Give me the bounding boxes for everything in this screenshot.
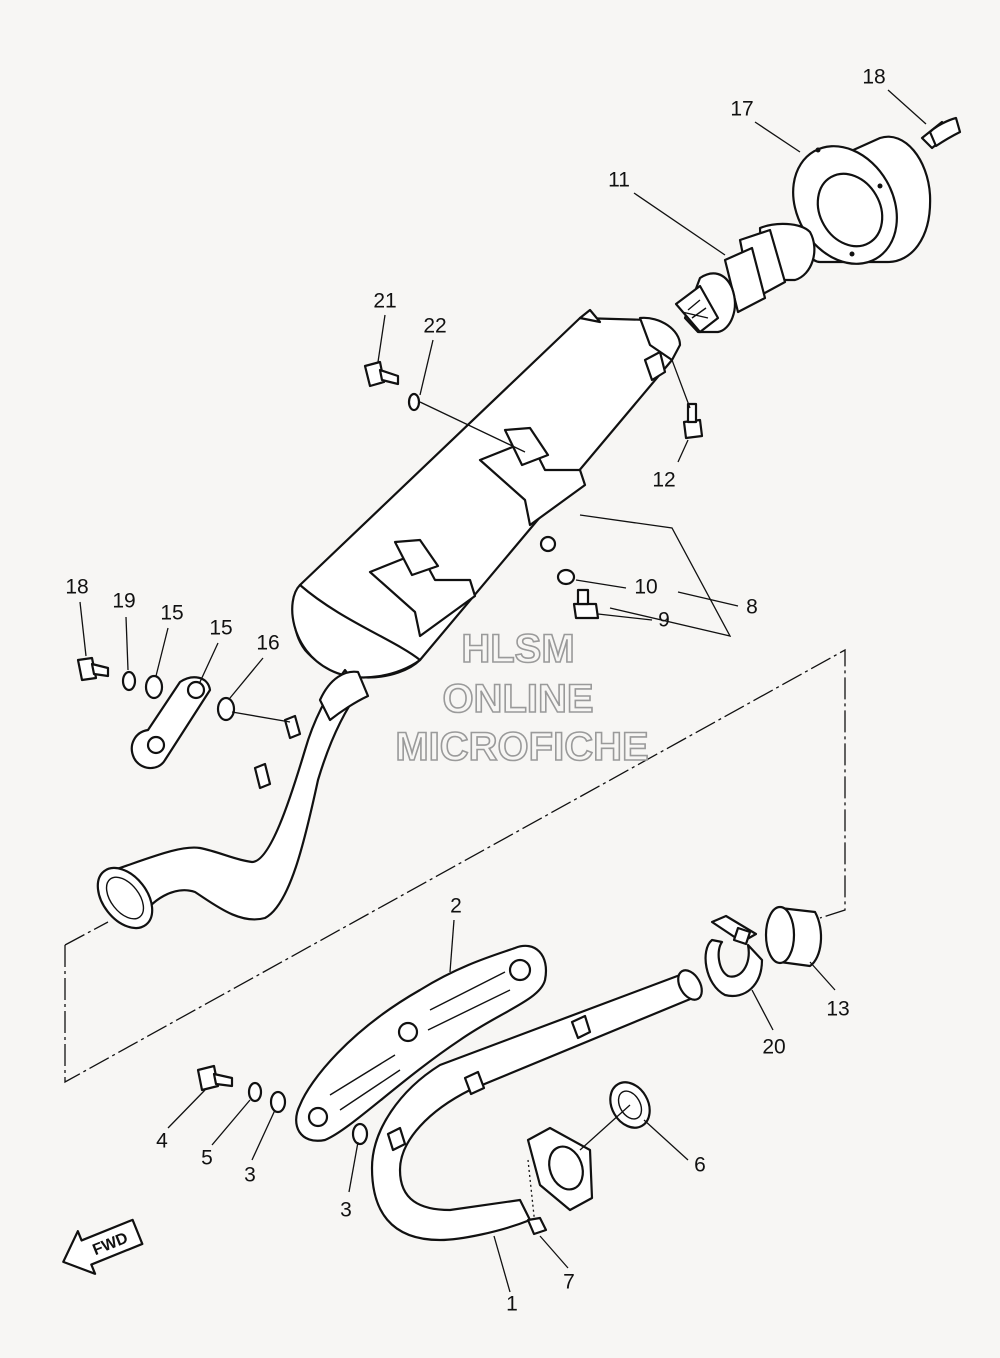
- callout-19: 18: [862, 66, 885, 89]
- watermark-line2: ONLINE: [442, 677, 593, 721]
- heat-protector-2: [295, 944, 548, 1142]
- callout-13: 13: [826, 998, 849, 1021]
- callout-4: 4: [156, 1130, 168, 1153]
- callout-1: 1: [506, 1293, 518, 1316]
- callout-3b: 3: [340, 1199, 352, 1222]
- spark-arrester-11: [674, 222, 816, 334]
- watermark-line1: HLSM: [461, 627, 574, 671]
- hardware-parts: [76, 360, 823, 1236]
- exhaust-pipe-1: [96, 668, 703, 1242]
- assembly-guide-lines: [64, 514, 846, 1084]
- watermark: HLSM ONLINE MICROFICHE: [395, 626, 650, 770]
- callout-9: 9: [658, 609, 670, 632]
- watermark-line3: MICROFICHE: [395, 725, 648, 769]
- end-cap-18: [792, 135, 932, 265]
- callout-20: 20: [762, 1036, 785, 1059]
- callout-12: 12: [652, 469, 675, 492]
- callout-10: 10: [634, 576, 657, 599]
- callout-18: 17: [730, 98, 753, 121]
- callout-2: 2: [450, 895, 462, 918]
- bracket-14: [130, 676, 212, 770]
- muffler-8: [291, 308, 682, 679]
- callout-7: 7: [563, 1271, 575, 1294]
- leader-lines: [79, 89, 927, 1293]
- callout-8: 8: [746, 596, 758, 619]
- callout-15b: 16: [256, 632, 279, 655]
- callout-17: 19: [112, 590, 135, 613]
- callout-21: 21: [373, 290, 396, 313]
- callout-3a: 3: [244, 1164, 256, 1187]
- callout-6: 6: [694, 1154, 706, 1177]
- callout-14: 15: [209, 617, 232, 640]
- callout-11: 11: [608, 169, 630, 192]
- callout-22: 22: [423, 315, 446, 338]
- callout-5: 5: [201, 1147, 213, 1170]
- callout-labels: 18 17 11 21 22 12 10 8 9 18 19 15 15 16 …: [65, 66, 885, 1316]
- forward-direction-arrow: FWD: [62, 1218, 144, 1275]
- screw-19: [920, 116, 962, 150]
- callout-16: 18: [65, 576, 88, 599]
- callout-15a: 15: [160, 602, 183, 625]
